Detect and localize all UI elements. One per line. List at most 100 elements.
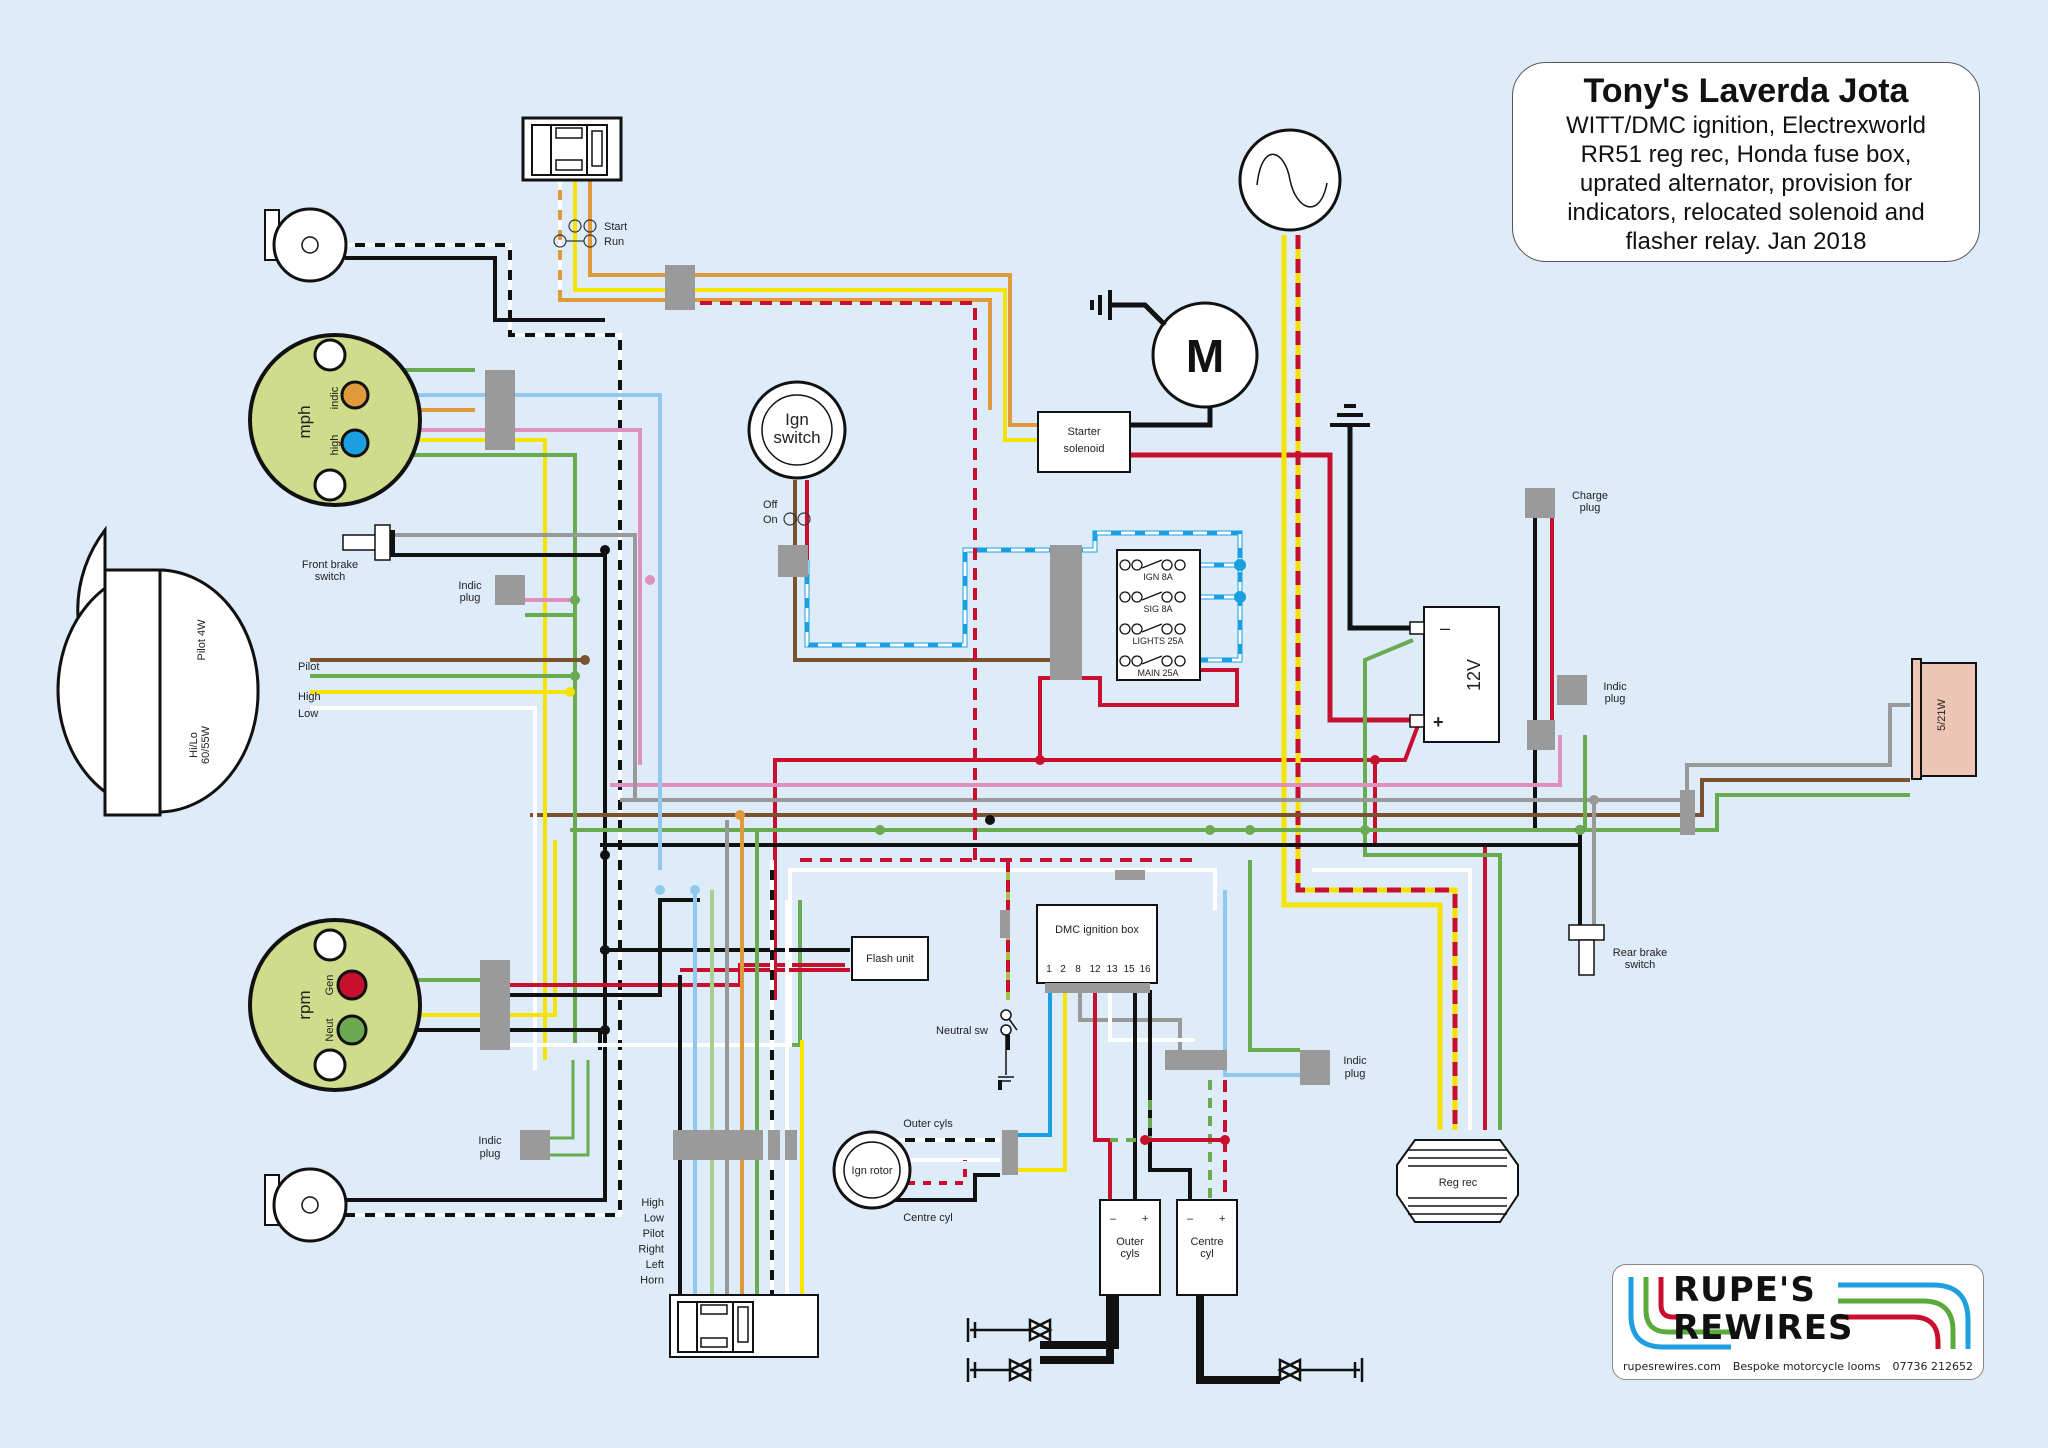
wire-label-pilot: Pilot xyxy=(298,661,319,673)
neutral-sw-label: Neutral sw xyxy=(936,1025,988,1037)
indic-plug-label: plug xyxy=(460,592,481,604)
wire-ign-brown xyxy=(793,480,1060,662)
indic-plug-front-right[interactable]: Indic plug xyxy=(478,1060,590,1160)
front-brake-switch[interactable]: Front brake switch xyxy=(302,524,395,583)
fuse[interactable]: MAIN 25A xyxy=(1119,655,1186,678)
indic-lamp xyxy=(340,380,370,410)
gen-label: Gen xyxy=(324,975,336,996)
indic-plug-label: Indic xyxy=(1343,1055,1367,1067)
ign-switch-label-2: switch xyxy=(773,428,820,447)
horn-bottom[interactable] xyxy=(264,1167,348,1243)
diagram-subtitle-2: RR51 reg rec, Honda fuse box, xyxy=(1580,141,1912,168)
mph-gauge[interactable]: mph indic high xyxy=(248,333,422,507)
mph-label: mph xyxy=(295,405,314,438)
coil-centre[interactable]: – + Centre cyl xyxy=(1176,1199,1238,1296)
indic-plug-label: plug xyxy=(1345,1068,1366,1080)
coil-label: cyl xyxy=(1200,1248,1213,1260)
indic-plug-front-left[interactable]: Indic plug xyxy=(458,575,525,605)
dmc-pin-label: 15 xyxy=(1123,964,1135,975)
ign-rotor-label: Ign rotor xyxy=(852,1165,893,1177)
rear-brake-label-1: Rear brake xyxy=(1613,947,1667,959)
neutral-switch[interactable]: Neutral sw xyxy=(936,1009,1018,1082)
hb-switch-label: Horn xyxy=(640,1275,664,1287)
solenoid-label-2: solenoid xyxy=(1064,443,1105,455)
hb-switch-label: Right xyxy=(638,1244,664,1256)
starter-solenoid[interactable]: Starter solenoid xyxy=(1037,411,1131,473)
wire-horn-bottom xyxy=(345,550,607,1202)
flash-unit[interactable]: Flash unit xyxy=(851,936,929,981)
ignition-rotor[interactable]: Ign rotor Outer cyls Centre cyl xyxy=(832,1118,953,1224)
wire-main-red xyxy=(773,668,1239,1000)
front-brake-label-1: Front brake xyxy=(302,559,358,571)
ign-off-label: Off xyxy=(763,499,778,511)
indic-plug-label: Indic xyxy=(458,580,482,592)
indic-plug-rear-right[interactable]: Indic plug xyxy=(1527,675,1627,750)
fuse[interactable]: SIG 8A xyxy=(1119,591,1186,614)
logo-line-2: REWIRES xyxy=(1673,1308,1854,1348)
dmc-label: DMC ignition box xyxy=(1055,924,1139,936)
pilot-rating: Pilot 4W xyxy=(196,619,208,661)
starter-motor[interactable]: M xyxy=(1090,290,1259,409)
gen-lamp xyxy=(336,969,368,1001)
rpm-label: rpm xyxy=(295,990,314,1019)
logo-website: rupesrewires.com xyxy=(1623,1360,1721,1373)
indic-plug-label: plug xyxy=(480,1148,501,1160)
rpm-gauge[interactable]: rpm Gen Neut xyxy=(248,918,422,1092)
coil-pos: + xyxy=(1142,1213,1148,1225)
ignition-switch[interactable]: Ign switch Off On xyxy=(747,380,847,526)
junction-dots xyxy=(565,545,1599,1145)
dmc-pin-label: 2 xyxy=(1060,964,1066,975)
fuse[interactable]: LIGHTS 25A xyxy=(1119,623,1186,646)
reg-rec[interactable]: Reg rec xyxy=(1396,1139,1519,1223)
connector-blocks xyxy=(480,265,1695,1175)
solenoid-label-1: Starter xyxy=(1067,426,1100,438)
battery-neg: – xyxy=(1440,618,1450,638)
indic-label: indic xyxy=(329,386,341,409)
wire-ign-bluedash xyxy=(804,547,1090,648)
hb-switch-label: Low xyxy=(644,1213,664,1225)
coil-label: Centre xyxy=(1190,1236,1223,1248)
title-box: Tony's Laverda Jota WITT/DMC ignition, E… xyxy=(1512,62,1980,262)
dmc-pin-label: 16 xyxy=(1139,964,1151,975)
horn-top[interactable] xyxy=(264,207,348,283)
outer-cyls-label: Outer cyls xyxy=(903,1118,953,1130)
hb-switch-label: Left xyxy=(646,1259,664,1271)
ign-switch-label-1: Ign xyxy=(785,410,809,429)
indic-plug-rear-left[interactable]: Indic plug xyxy=(1300,1050,1367,1085)
main-rating-2: 60/55W xyxy=(200,725,212,764)
diagram-subtitle-3: uprated alternator, provision for xyxy=(1579,170,1913,197)
fuse-label: IGN 8A xyxy=(1143,572,1173,582)
dmc-pin-label: 12 xyxy=(1089,964,1101,975)
coil-outer[interactable]: – + Outer cyls xyxy=(1099,1199,1161,1296)
fuse[interactable]: IGN 8A xyxy=(1119,559,1186,582)
run-label: Run xyxy=(604,236,624,248)
front-brake-label-2: switch xyxy=(315,571,346,583)
charge-plug-label: plug xyxy=(1580,502,1601,514)
battery[interactable]: – + 12V xyxy=(1409,606,1500,743)
start-switch[interactable]: Start Run xyxy=(521,116,627,248)
wire-label-low: Low xyxy=(298,708,318,720)
coil-pos: + xyxy=(1219,1213,1225,1225)
logo-line-1: RUPE'S xyxy=(1673,1270,1816,1310)
fuse-label: LIGHTS 25A xyxy=(1132,636,1183,646)
tail-lamp[interactable]: 5/21W xyxy=(1911,658,1977,780)
logo-stripes xyxy=(1628,1277,1971,1350)
reg-rec-label: Reg rec xyxy=(1439,1177,1478,1189)
diagram-subtitle-5: flasher relay. Jan 2018 xyxy=(1625,228,1867,255)
wires xyxy=(310,180,1910,1384)
logo-wordmark: RUPE'S REWIRES xyxy=(1673,1271,1853,1347)
wire-alt-yellow xyxy=(1281,235,1443,1130)
rear-brake-switch[interactable]: Rear brake switch xyxy=(1568,924,1667,976)
alternator[interactable] xyxy=(1238,128,1342,232)
fuse-box[interactable]: IGN 8A SIG 8A LIGHTS 25A MAIN 25A xyxy=(1116,549,1201,681)
neut-lamp xyxy=(336,1014,368,1046)
fuse-label: MAIN 25A xyxy=(1137,668,1178,678)
charge-plug[interactable]: Charge plug xyxy=(1525,488,1608,518)
charge-plug-label: Charge xyxy=(1572,490,1608,502)
headlamp[interactable]: Pilot 4W Hi/Lo 60/55W Pilot High Low xyxy=(56,525,321,817)
high-label: high xyxy=(329,435,341,456)
hb-switch-label: High xyxy=(641,1197,664,1209)
